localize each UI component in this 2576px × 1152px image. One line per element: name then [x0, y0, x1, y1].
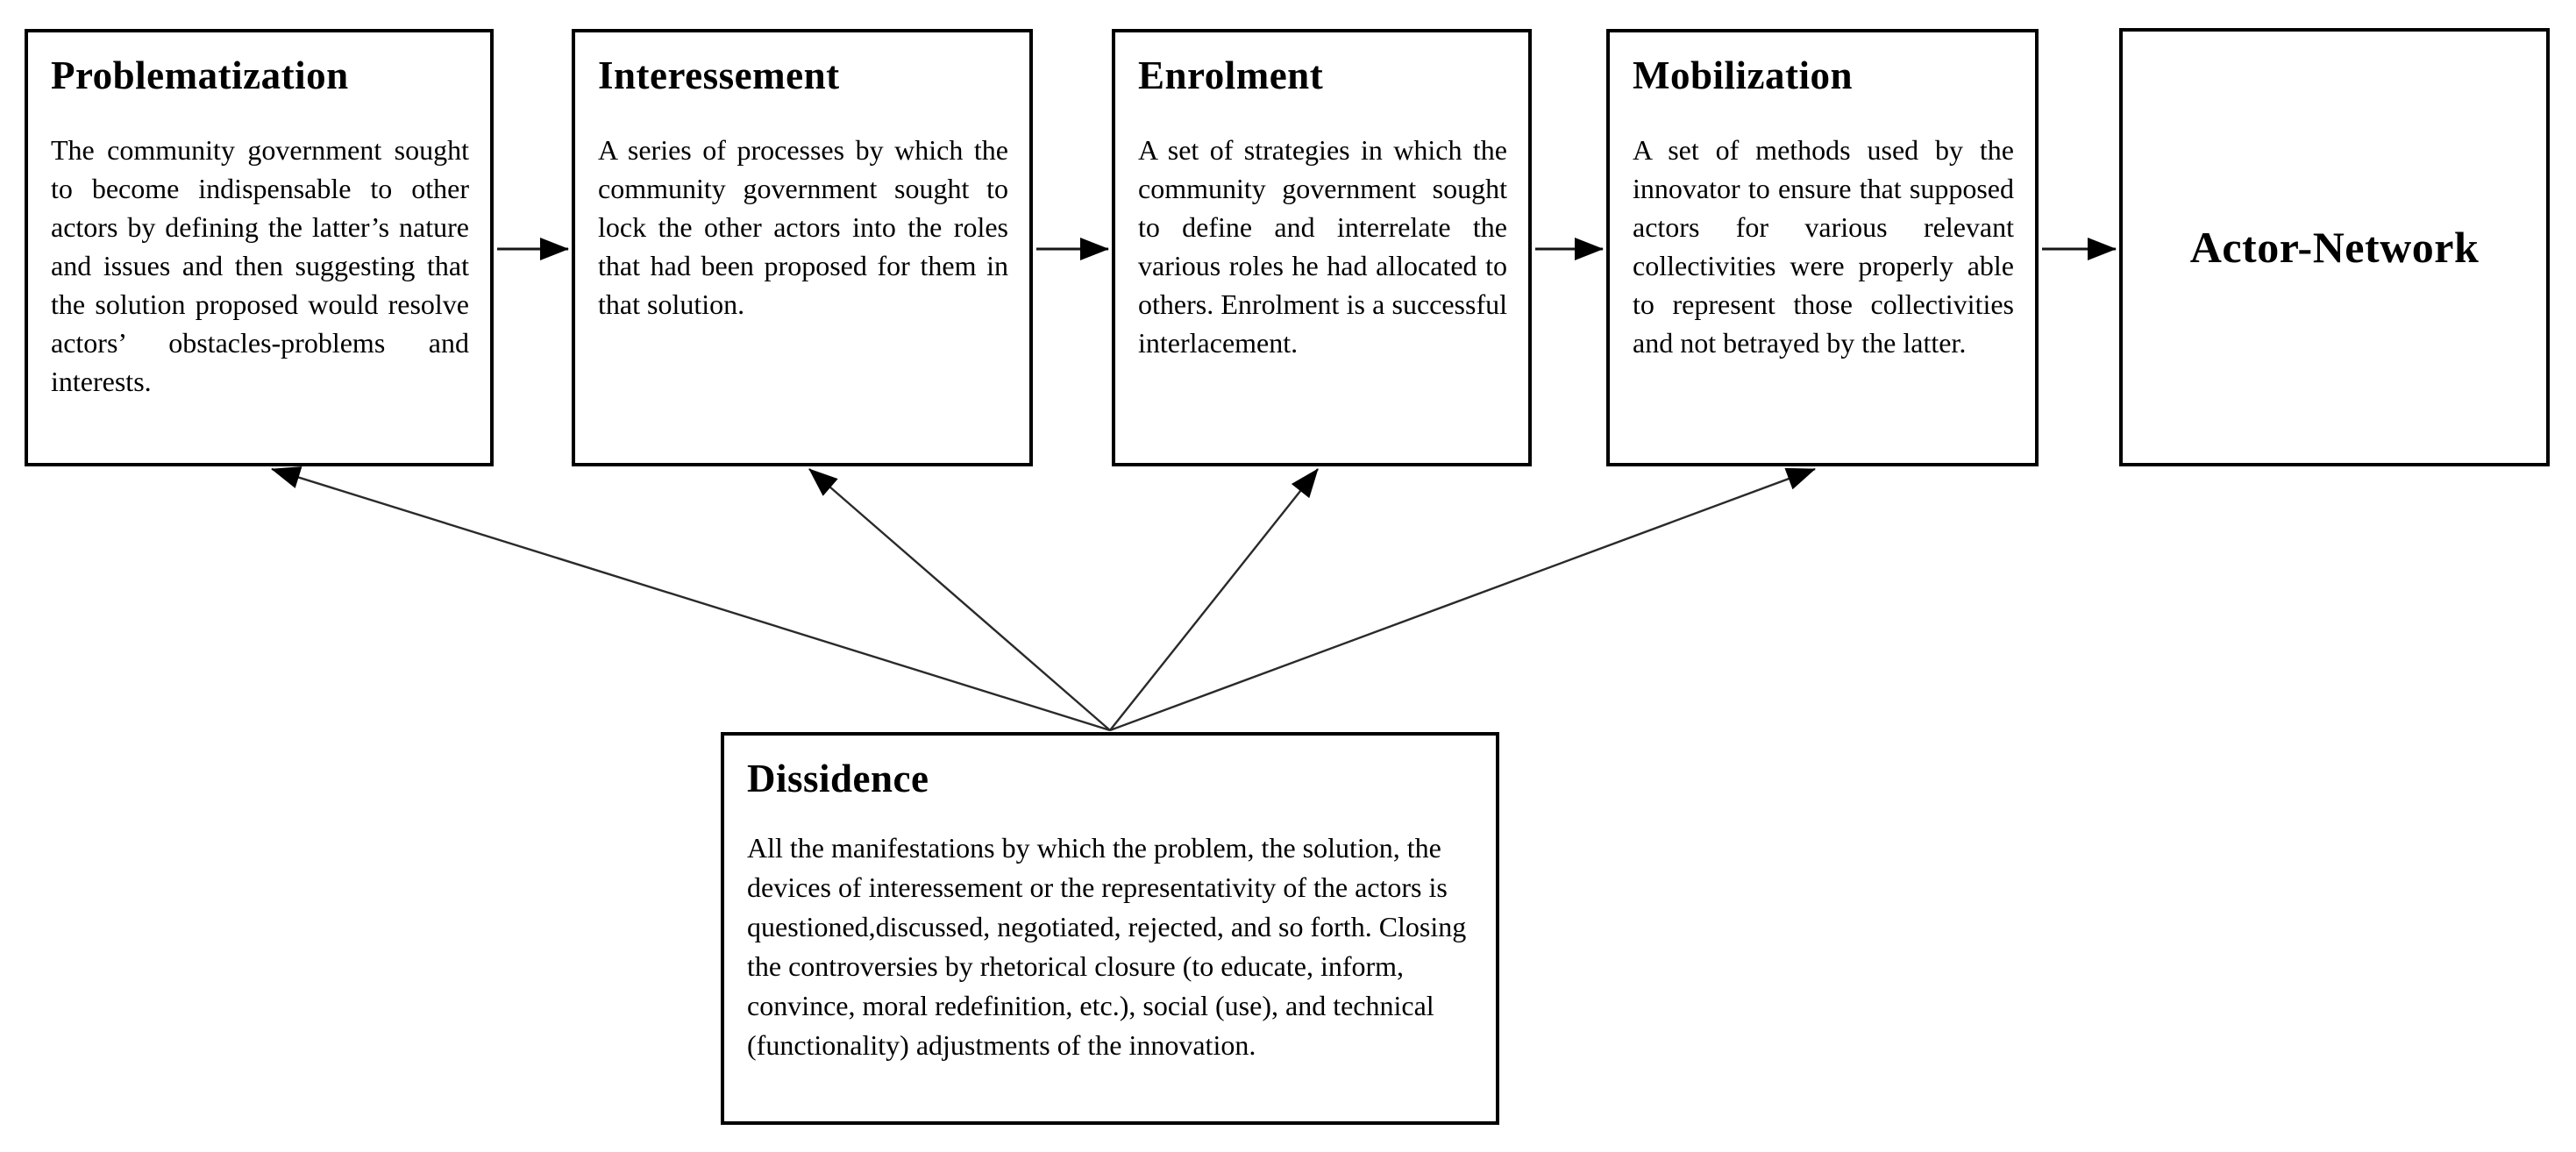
- dissidence-title: Dissidence: [747, 757, 929, 800]
- arrow-dissidence-to-mobilization: [1109, 467, 1816, 732]
- actor-network-title: Actor-Network: [2189, 223, 2480, 272]
- box-dissidence: Dissidence All the manifestations by whi…: [721, 732, 1499, 1125]
- problematization-title: Problematization: [51, 53, 349, 97]
- mobilization-body: A set of methods used by the innovator t…: [1633, 133, 2014, 359]
- arrow-dissidence-to-enrolment: [1109, 468, 1319, 731]
- interessement-title: Interessement: [598, 53, 840, 97]
- mobilization-title: Mobilization: [1633, 53, 1853, 97]
- arrow-dissidence-to-interessement: [808, 468, 1111, 731]
- box-interessement: Interessement A series of processes by w…: [572, 29, 1033, 466]
- box-enrolment: Enrolment A set of strategies in which t…: [1112, 29, 1532, 466]
- box-actor-network: Actor-Network: [2119, 28, 2550, 466]
- enrolment-body: A set of strategies in which the communi…: [1138, 133, 1507, 359]
- dissidence-body: All the manifestations by which the prob…: [747, 831, 1467, 1061]
- interessement-body: A series of processes by which the commu…: [598, 133, 1008, 320]
- box-problematization: Problematization The community governmen…: [25, 29, 494, 466]
- enrolment-title: Enrolment: [1138, 53, 1324, 97]
- arrow-dissidence-to-problematization: [271, 466, 1111, 732]
- problematization-body: The community government sought to becom…: [51, 133, 469, 397]
- box-mobilization: Mobilization A set of methods used by th…: [1606, 29, 2039, 466]
